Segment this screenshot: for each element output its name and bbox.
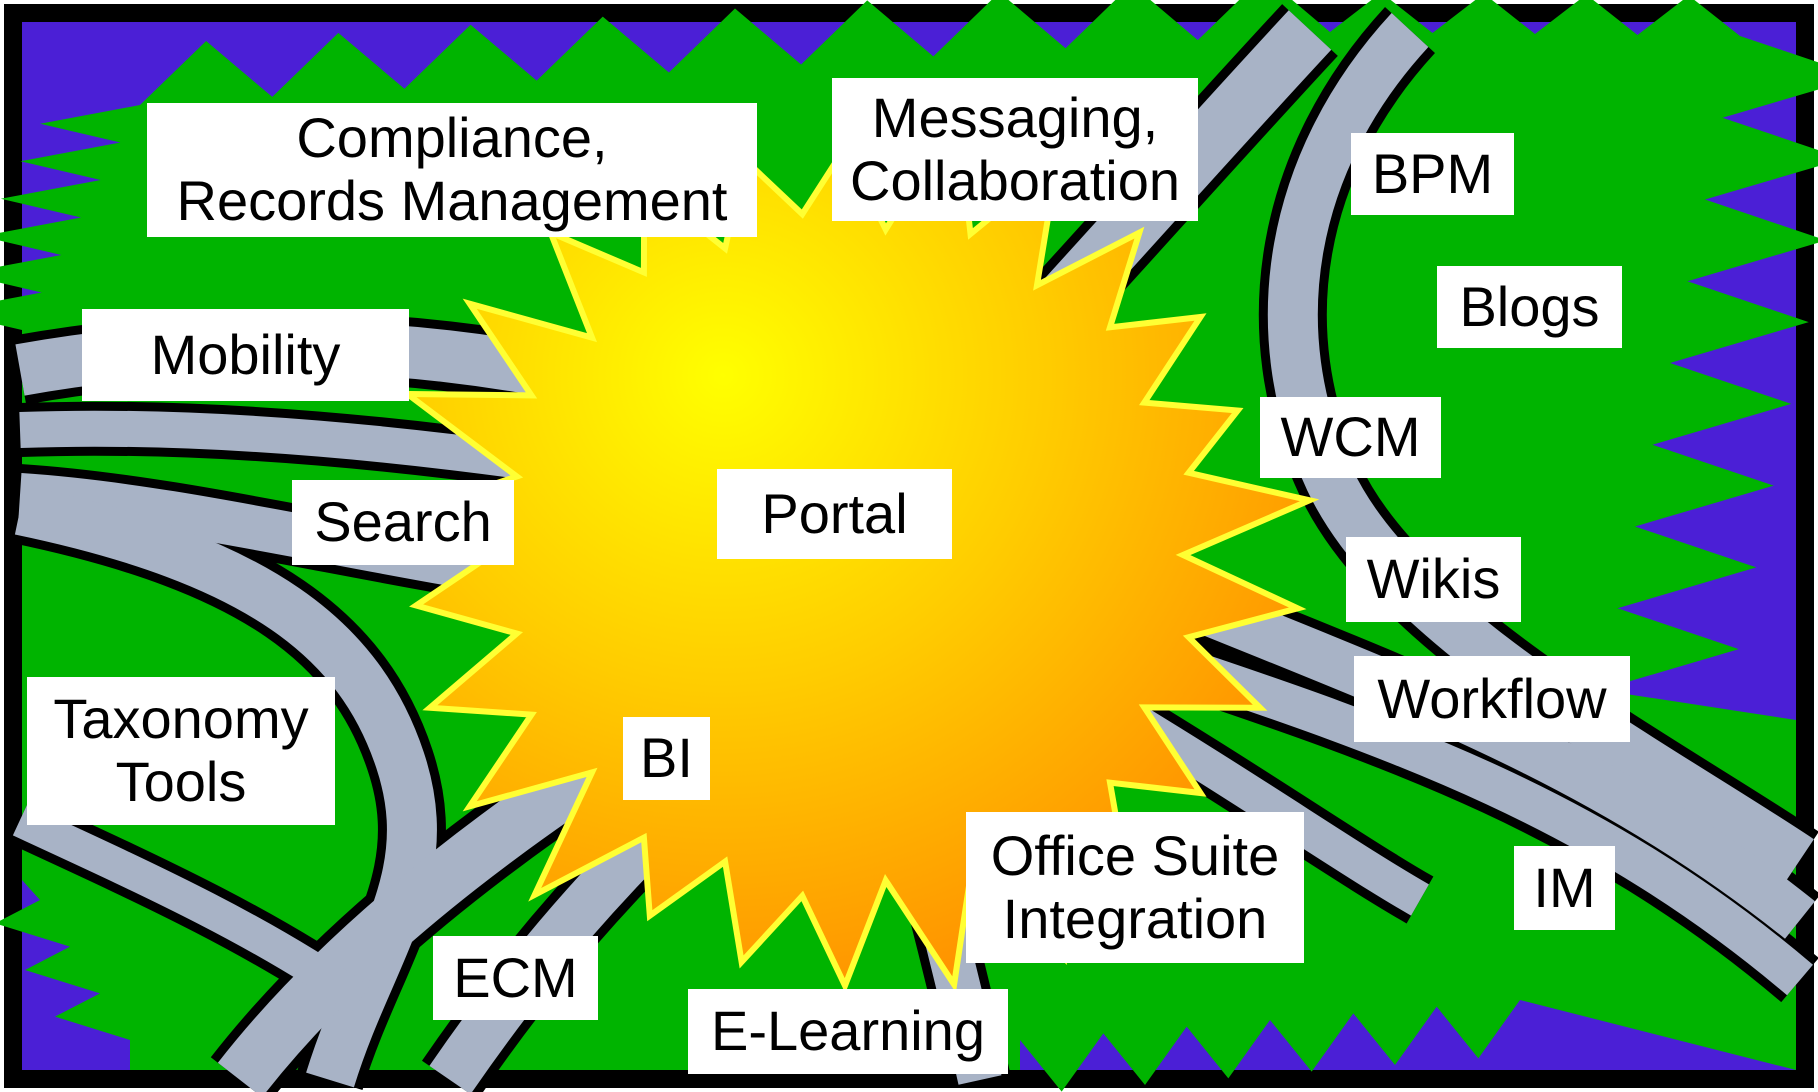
label-bi: BI bbox=[623, 717, 710, 800]
center-label-portal: Portal bbox=[717, 469, 952, 559]
label-messaging-line1: Messaging, bbox=[871, 85, 1159, 149]
label-wikis: Wikis bbox=[1346, 537, 1521, 622]
label-blogs: Blogs bbox=[1437, 266, 1622, 348]
label-search: Search bbox=[292, 480, 514, 565]
road bbox=[1153, 641, 1813, 996]
label-bpm: BPM bbox=[1351, 133, 1514, 215]
label-office-line2: Integration bbox=[1002, 886, 1268, 950]
label-office-line1: Office Suite bbox=[990, 823, 1280, 887]
label-workflow: Workflow bbox=[1354, 656, 1630, 742]
road bbox=[1267, 13, 1814, 881]
road bbox=[12, 804, 370, 1014]
label-taxonomy-line1: Taxonomy bbox=[53, 687, 309, 751]
label-mobility: Mobility bbox=[82, 309, 409, 401]
label-ecm: ECM bbox=[433, 936, 598, 1020]
label-compliance-line2: Records Management bbox=[176, 169, 728, 232]
label-elearning: E-Learning bbox=[688, 989, 1008, 1074]
label-messaging-line2: Collaboration bbox=[850, 148, 1180, 212]
label-compliance-line1: Compliance, bbox=[296, 106, 608, 170]
label-messaging: Messaging, Collaboration bbox=[832, 78, 1198, 221]
label-taxonomy-line2: Tools bbox=[115, 750, 247, 813]
label-im: IM bbox=[1514, 846, 1615, 930]
label-taxonomy: Taxonomy Tools bbox=[27, 677, 335, 825]
label-compliance: Compliance, Records Management bbox=[147, 103, 757, 237]
label-wcm: WCM bbox=[1260, 397, 1441, 478]
label-office: Office Suite Integration bbox=[966, 812, 1304, 963]
